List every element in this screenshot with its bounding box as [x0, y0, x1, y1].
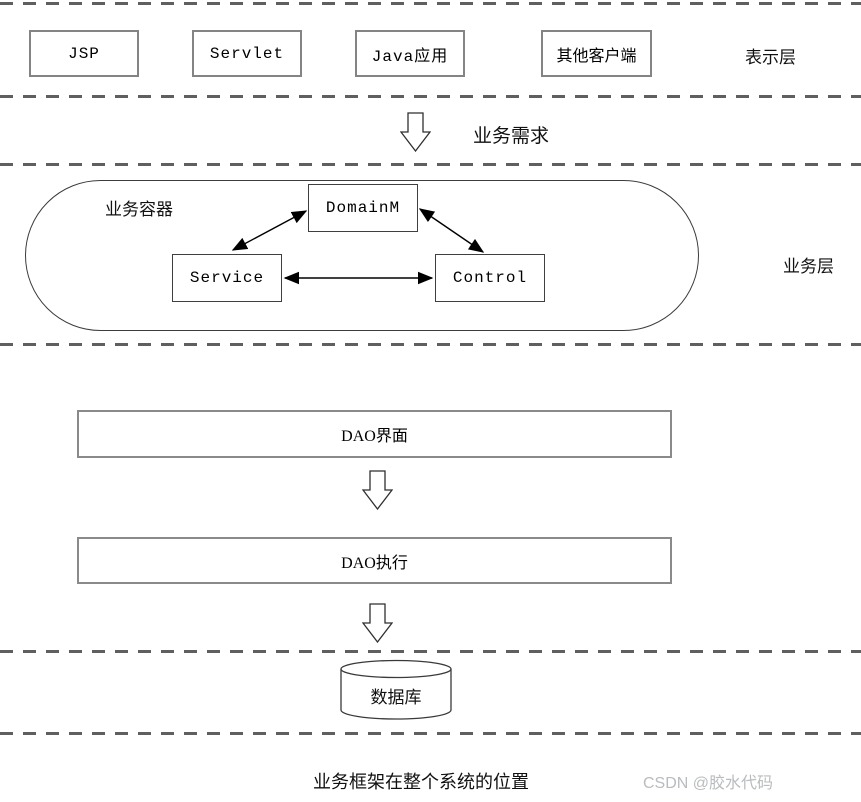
- diagram-caption: 业务框架在整个系统的位置: [313, 772, 529, 792]
- dashed-divider-1: [0, 2, 861, 5]
- box-servlet: Servlet: [192, 30, 302, 77]
- down-arrow-icon: [400, 112, 431, 152]
- dashed-divider-6: [0, 732, 861, 735]
- node-service: Service: [172, 254, 282, 302]
- down-arrow-icon: [362, 603, 393, 643]
- business-requirement-label: 业务需求: [473, 126, 550, 147]
- dashed-divider-5: [0, 650, 861, 653]
- database-label: 数据库: [370, 688, 422, 707]
- box-java-app: Java应用: [355, 30, 465, 77]
- node-domainm: DomainM: [308, 184, 418, 232]
- node-control: Control: [435, 254, 545, 302]
- box-dao-execute: DAO执行: [77, 537, 672, 584]
- csdn-watermark: CSDN @胶水代码: [643, 775, 774, 792]
- dashed-divider-3: [0, 163, 861, 166]
- box-jsp: JSP: [29, 30, 139, 77]
- box-dao-interface: DAO界面: [77, 410, 672, 458]
- dashed-divider-4: [0, 343, 861, 346]
- dashed-divider-2: [0, 95, 861, 98]
- business-container-label: 业务容器: [105, 200, 173, 219]
- down-arrow-icon: [362, 470, 393, 510]
- presentation-layer-label: 表示层: [745, 48, 796, 67]
- business-layer-label: 业务层: [783, 257, 834, 276]
- box-other-clients: 其他客户端: [541, 30, 652, 77]
